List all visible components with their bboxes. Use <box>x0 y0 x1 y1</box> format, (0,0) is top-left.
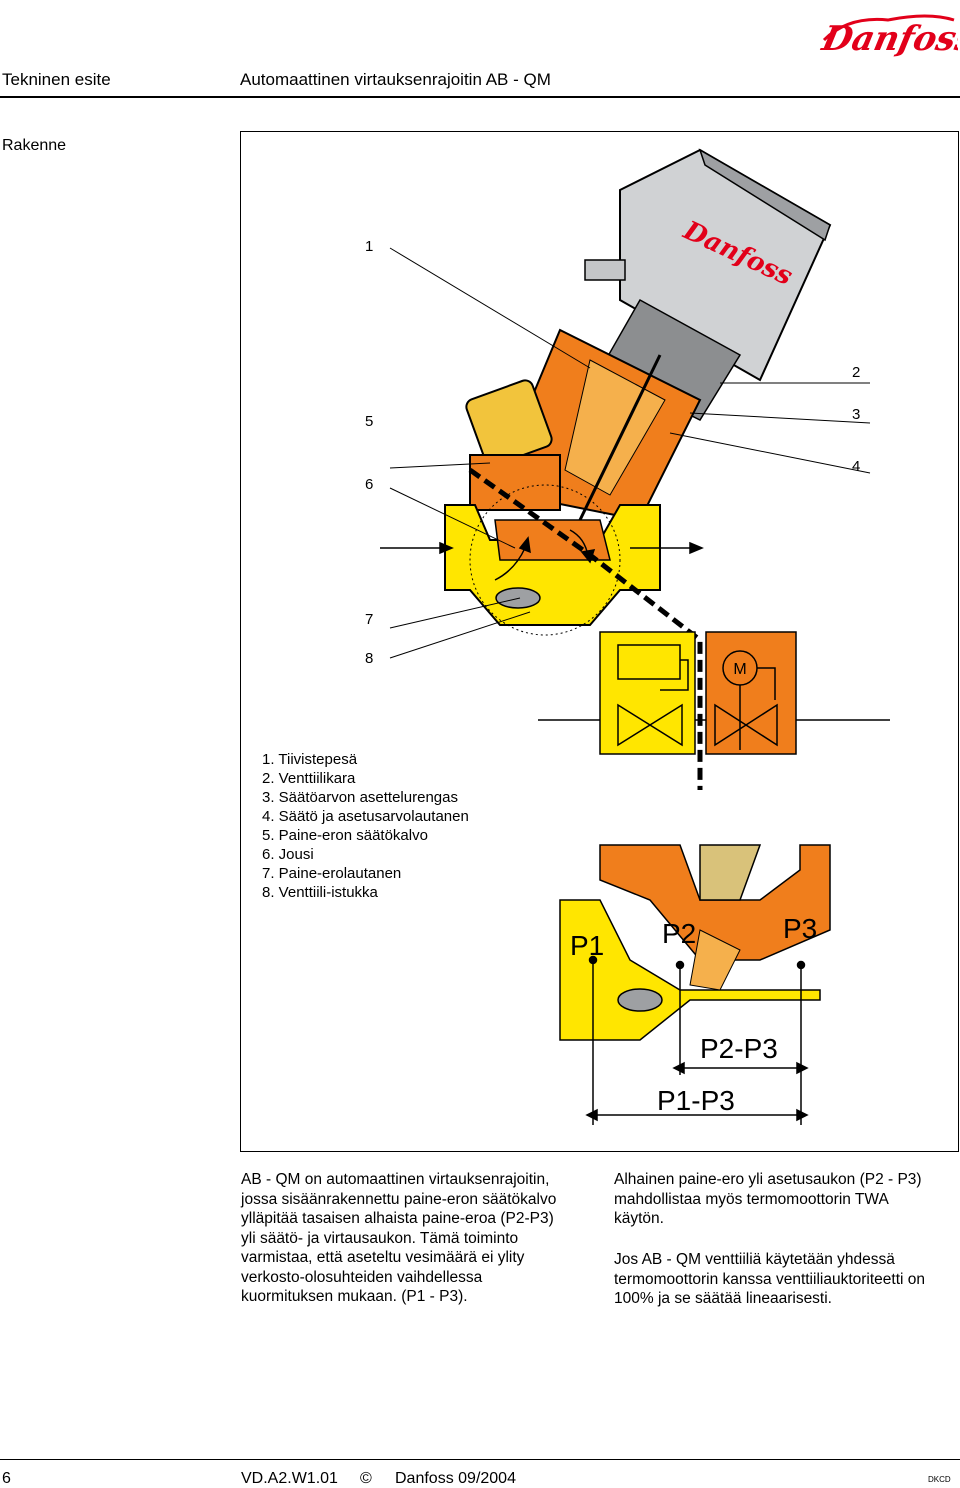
legend-item: 8. Venttiili-istukka <box>262 884 378 901</box>
body-text-left: AB - QM on automaattinen virtauksenrajoi… <box>241 1171 557 1305</box>
callout-1: 1 <box>365 238 373 255</box>
pressure-labels: P1 P2 P3 P2-P3 P1-P3 <box>570 913 817 1116</box>
label-p2: P2 <box>662 918 696 949</box>
flow-arrows <box>380 529 704 581</box>
legend-item: 2. Venttiilikara <box>262 770 356 787</box>
parts-legend: 1. Tiivistepesä 2. Venttiilikara 3. Säät… <box>262 750 469 902</box>
label-p3: P3 <box>783 913 817 944</box>
page-number: 6 <box>2 1470 11 1487</box>
label-p1: P1 <box>570 930 604 961</box>
callout-5: 5 <box>365 413 373 430</box>
page-title: Automaattinen virtauksenrajoitin AB - QM <box>240 70 551 89</box>
callout-7: 7 <box>365 611 373 628</box>
section-title: Rakenne <box>2 137 67 154</box>
figure-frame <box>240 131 959 1152</box>
body-text-right-2: Jos AB - QM venttiiliä käytetään yhdessä… <box>614 1251 926 1307</box>
callout-2: 2 <box>852 364 860 381</box>
side-connector <box>465 379 561 511</box>
doc-code: VD.A2.W1.01 <box>241 1470 338 1487</box>
actuator-head: Danfoss <box>584 148 832 421</box>
legend-item: 6. Jousi <box>262 846 314 863</box>
legend-item: 5. Paine-eron säätökalvo <box>262 827 428 844</box>
language-code: DKCD <box>928 1475 951 1484</box>
measurement-lines <box>585 955 809 1125</box>
callout-6: 6 <box>365 476 373 493</box>
doc-type: Tekninen esite <box>2 70 111 89</box>
body-text-right-1: Alhainen paine-ero yli asetusaukon (P2 -… <box>614 1171 922 1227</box>
legend-item: 4. Säätö ja asetusarvolautanen <box>262 808 469 825</box>
callout-3: 3 <box>852 406 860 423</box>
label-p2-p3: P2-P3 <box>700 1033 778 1064</box>
callout-4: 4 <box>852 458 860 475</box>
footer-rule <box>0 1459 960 1460</box>
copyright-symbol: © <box>360 1470 372 1487</box>
legend-item: 1. Tiivistepesä <box>262 751 358 768</box>
schematic-symbol: M <box>538 631 890 755</box>
control-line <box>468 467 703 790</box>
logo-wordmark: Danfoss <box>818 19 958 59</box>
danfoss-logo: Danfoss <box>818 6 960 60</box>
callout-8: 8 <box>365 650 373 667</box>
copyright-text: Danfoss 09/2004 <box>395 1470 516 1487</box>
motor-symbol: M <box>733 661 746 678</box>
leader-lines <box>389 247 871 659</box>
legend-item: 7. Paine-erolautanen <box>262 865 402 882</box>
legend-item: 3. Säätöarvon asettelurengas <box>262 789 458 806</box>
header-rule <box>0 96 960 98</box>
callout-numbers: 1 2 3 4 5 6 7 8 <box>365 238 860 667</box>
label-p1-p3: P1-P3 <box>657 1085 735 1116</box>
detail-cutaway <box>559 844 831 1041</box>
